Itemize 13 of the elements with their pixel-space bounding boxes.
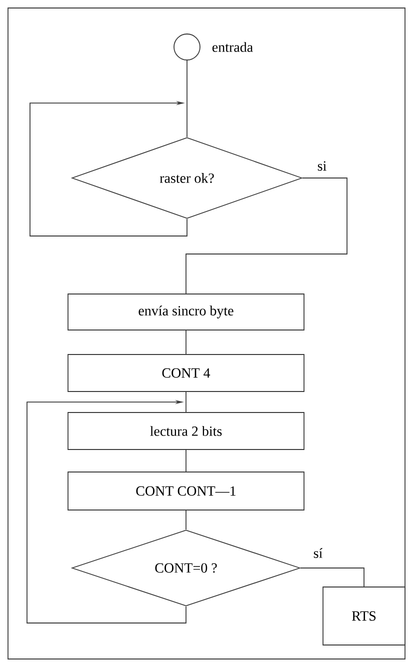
connector <box>186 60 188 138</box>
connector <box>30 101 188 236</box>
connector <box>300 568 364 587</box>
connector <box>186 178 348 294</box>
process-box: RTS <box>322 586 406 646</box>
process-box: lectura 2 bits <box>68 412 304 450</box>
edge-label: sí <box>312 547 324 559</box>
node-caption: entrada <box>212 42 253 52</box>
process-box: envía sincro byte <box>68 294 304 330</box>
process-box: CONT 4 <box>68 354 304 392</box>
connector <box>26 400 186 624</box>
terminal-circle <box>174 34 200 60</box>
process-box: CONT CONT—1 <box>68 472 304 510</box>
